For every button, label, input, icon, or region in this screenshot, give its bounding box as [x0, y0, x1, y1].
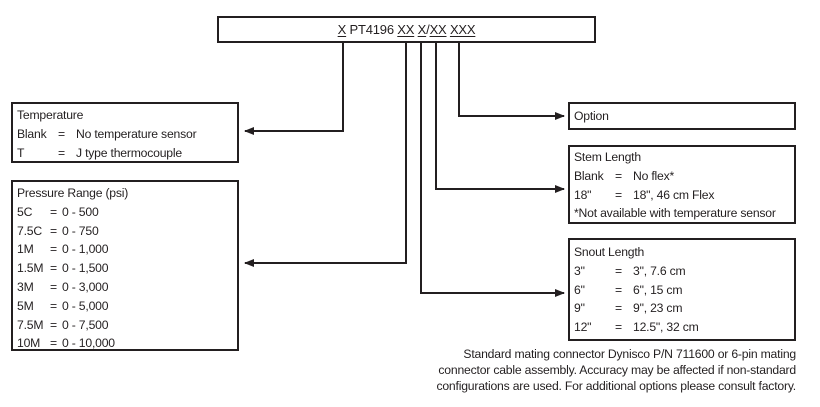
snout-row: 3" = 3", 7.6 cm — [574, 262, 794, 281]
row-sep: = — [50, 204, 57, 219]
row-sep: = — [50, 279, 57, 294]
footnote-line: Standard mating connector Dynisco P/N 71… — [463, 347, 796, 361]
row-code: 1.5M — [17, 261, 44, 276]
pressure-row: 3M = 0 - 3,000 — [17, 278, 237, 297]
row-value: 0 - 1,000 — [62, 242, 109, 257]
footnote-line: configurations are used. For additional … — [436, 379, 796, 394]
pressure-connector — [244, 43, 407, 267]
code-segment-pressure: XX — [397, 22, 415, 37]
footnote: Standard mating connector Dynisco P/N 71… — [436, 346, 796, 395]
temperature-row: T = J type thermocouple — [17, 144, 237, 163]
row-value: 0 - 3,000 — [62, 279, 109, 294]
row-value: 0 - 10,000 — [62, 336, 115, 351]
temperature-row: Blank = No temperature sensor — [17, 125, 237, 144]
row-value: 0 - 7,500 — [62, 317, 109, 332]
row-code: 3" — [574, 263, 585, 278]
row-sep: = — [615, 263, 622, 278]
row-code: Blank — [17, 126, 47, 141]
row-value: 0 - 500 — [62, 204, 99, 219]
code-segment-temperature: X — [337, 22, 347, 37]
pressure-row: 5M = 0 - 5,000 — [17, 297, 237, 316]
row-code: 18" — [574, 187, 592, 202]
row-sep: = — [615, 187, 622, 202]
row-sep: = — [58, 145, 65, 160]
row-code: 12" — [574, 320, 592, 335]
row-value: 0 - 750 — [62, 223, 99, 238]
pressure-row: 5C = 0 - 500 — [17, 203, 237, 222]
row-sep: = — [50, 317, 57, 332]
snout-connector — [420, 43, 565, 297]
pressure-row: 7.5M = 0 - 7,500 — [17, 316, 237, 335]
row-sep: = — [615, 320, 622, 335]
pressure-title: Pressure Range (psi) — [17, 186, 129, 200]
code-segment-base: PT4196 — [346, 22, 398, 37]
code-segment-stem: XX — [429, 22, 447, 37]
model-code: X PT4196 XX X/XX XXX — [338, 22, 476, 37]
footnote-line: connector cable assembly. Accuracy may b… — [438, 363, 796, 378]
row-sep: = — [58, 126, 65, 141]
row-value: 0 - 5,000 — [62, 298, 109, 313]
row-code: T — [17, 145, 25, 160]
row-code: 6" — [574, 282, 585, 297]
row-value: No flex* — [633, 168, 675, 183]
pressure-row: 1M = 0 - 1,000 — [17, 240, 237, 259]
row-code: 5C — [17, 204, 33, 219]
option-connector — [458, 43, 565, 120]
row-sep: = — [615, 282, 622, 297]
row-code: 3M — [17, 279, 34, 294]
stem-row: Blank = No flex* — [574, 167, 794, 186]
code-slash: / — [426, 22, 430, 37]
row-sep: = — [615, 168, 622, 183]
row-value: 3", 7.6 cm — [633, 263, 686, 278]
temperature-connector — [244, 43, 344, 135]
snout-row: 6" = 6", 15 cm — [574, 281, 794, 300]
row-code: 7.5C — [17, 223, 42, 238]
snout-row: 9" = 9", 23 cm — [574, 299, 794, 318]
snout-row: 12" = 12.5", 32 cm — [574, 318, 794, 337]
row-code: 7.5M — [17, 317, 44, 332]
stem-length-box: Stem Length Blank = No flex* 18" = 18", 46 c… — [568, 145, 796, 224]
model-code-box: X PT4196 XX X/XX XXX — [217, 16, 596, 43]
row-value: 6", 15 cm — [633, 282, 683, 297]
stem-connector — [435, 43, 565, 193]
snout-length-box: Snout Length 3"=3", 7.6 cm 6"=6", 15 cm … — [568, 238, 796, 341]
row-value: J type thermocouple — [76, 145, 182, 160]
pressure-row: 1.5M = 0 - 1,500 — [17, 259, 237, 278]
pressure-row: 10M = 0 - 10,000 — [17, 334, 237, 353]
code-segment-option: XXX — [449, 22, 476, 37]
temperature-title: Temperature — [17, 108, 84, 122]
row-sep: = — [615, 301, 622, 316]
row-sep: = — [50, 261, 57, 276]
snout-title: Snout Length — [574, 245, 645, 259]
code-segment-snout: X — [417, 22, 427, 37]
row-value: 18", 46 cm Flex — [633, 187, 715, 202]
row-code: Blank — [574, 168, 604, 183]
row-code: 5M — [17, 298, 34, 313]
row-value: 0 - 1,500 — [62, 261, 109, 276]
option-box: Option — [568, 102, 796, 130]
row-code: 1M — [17, 242, 34, 257]
row-sep: = — [50, 242, 57, 257]
row-code: 9" — [574, 301, 585, 316]
row-value: 12.5", 32 cm — [633, 320, 699, 335]
stem-row: 18" = 18", 46 cm Flex — [574, 186, 794, 205]
row-value: 9", 23 cm — [633, 301, 683, 316]
row-code: 10M — [17, 336, 41, 351]
row-sep: = — [50, 298, 57, 313]
option-title: Option — [574, 109, 609, 123]
row-sep: = — [50, 223, 57, 238]
pressure-row: 7.5C = 0 - 750 — [17, 222, 237, 241]
row-value: No temperature sensor — [76, 126, 197, 141]
pressure-range-box: Pressure Range (psi) 5C = 0 - 500 7.5C = 0 - … — [11, 180, 239, 351]
stem-note: *Not available with temperature sensor — [574, 206, 776, 221]
temperature-box: Temperature Blank=No temperature sensor … — [11, 102, 239, 163]
row-sep: = — [50, 336, 57, 351]
stem-title: Stem Length — [574, 150, 641, 164]
